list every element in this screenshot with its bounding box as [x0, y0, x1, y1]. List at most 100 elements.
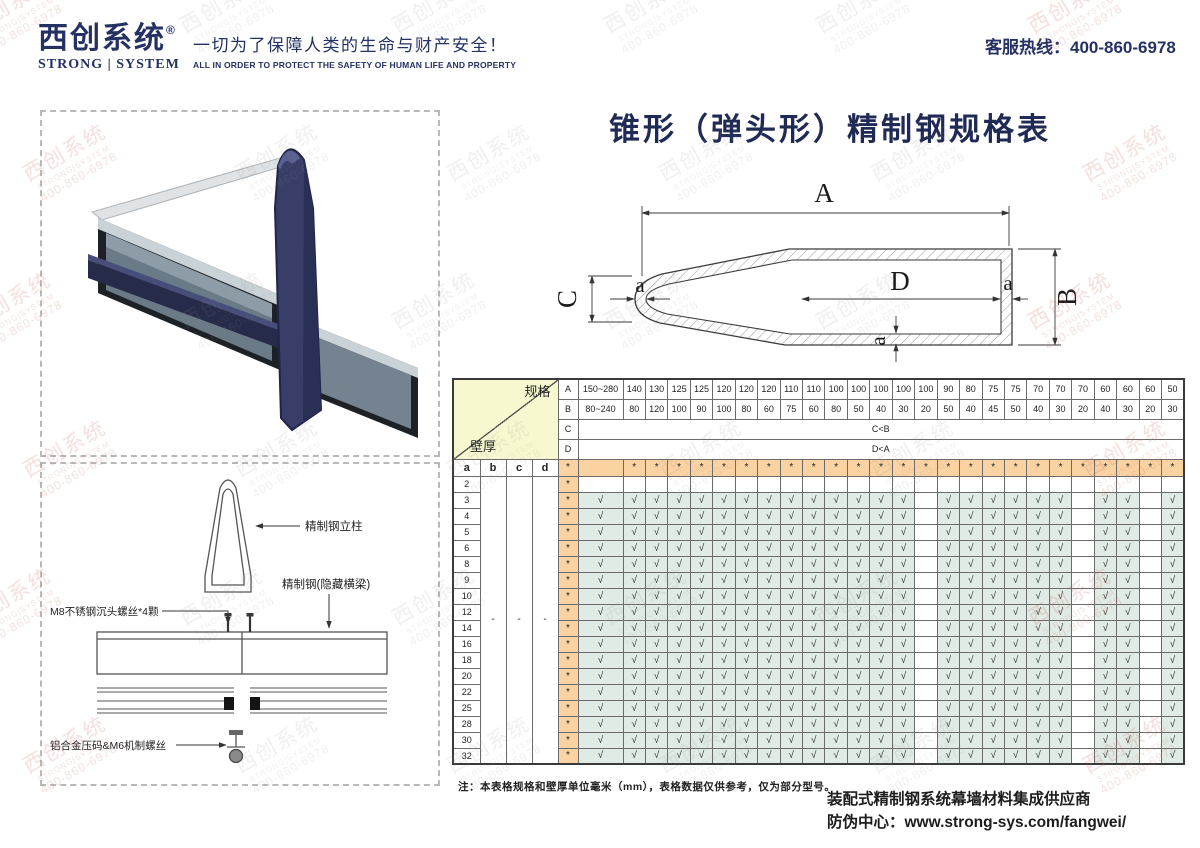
spec-a-value: 140	[622, 378, 646, 400]
check-cell: √	[891, 523, 916, 541]
check-cell: √	[577, 619, 624, 637]
empty-cell	[1071, 699, 1095, 717]
check-cell: √	[577, 587, 624, 605]
check-cell: √	[824, 507, 848, 525]
check-cell: √	[689, 667, 714, 685]
check-cell: √	[959, 555, 983, 573]
thickness-row-label: 28	[452, 715, 481, 733]
empty-cell	[779, 475, 804, 493]
check-cell: √	[577, 539, 624, 557]
empty-cell	[1071, 619, 1095, 637]
check-cell: √	[644, 699, 669, 717]
spec-a-value: 90	[936, 378, 961, 400]
spec-b-value: 75	[779, 398, 804, 420]
check-cell: √	[801, 683, 826, 701]
empty-cell	[1071, 571, 1095, 589]
check-cell: √	[622, 635, 646, 653]
check-cell: √	[869, 699, 893, 717]
empty-cell	[1071, 539, 1095, 557]
check-cell: √	[1093, 699, 1118, 717]
empty-cell	[1138, 571, 1163, 589]
check-cell: √	[644, 571, 669, 589]
check-cell: √	[981, 667, 1005, 685]
thickness-row-label: 10	[452, 587, 481, 605]
star-cell: *	[557, 635, 579, 653]
check-cell: √	[1048, 635, 1073, 653]
check-cell: √	[1026, 603, 1050, 621]
star-cell: *	[557, 571, 579, 589]
check-cell: √	[1003, 667, 1028, 685]
check-cell: √	[779, 491, 804, 509]
check-cell: √	[1093, 491, 1118, 509]
spec-a-value: 50	[1161, 378, 1185, 400]
check-cell: √	[712, 603, 736, 621]
check-cell: √	[644, 747, 669, 765]
check-cell: √	[622, 667, 646, 685]
star-cell: *	[1161, 458, 1185, 477]
check-cell: √	[981, 555, 1005, 573]
spec-a-value: 110	[779, 378, 804, 400]
check-cell: √	[689, 731, 714, 749]
check-cell: √	[667, 715, 691, 733]
empty-cell	[824, 475, 848, 493]
star-cell: *	[557, 747, 579, 765]
empty-cell	[1071, 715, 1095, 733]
star-cell: *	[667, 458, 691, 477]
check-cell: √	[891, 651, 916, 669]
spec-b-value: 45	[981, 398, 1005, 420]
empty-cell	[914, 699, 938, 717]
star-cell: *	[891, 458, 916, 477]
empty-cell	[914, 715, 938, 733]
empty-cell	[914, 603, 938, 621]
bcd-merged: -	[505, 475, 533, 765]
check-cell: √	[622, 587, 646, 605]
star-cell: *	[734, 458, 759, 477]
thickness-row-label: 5	[452, 523, 481, 541]
thickness-row-label: 22	[452, 683, 481, 701]
row-label-D: D	[557, 438, 579, 460]
check-cell: √	[667, 635, 691, 653]
check-cell: √	[757, 619, 781, 637]
star-cell: *	[1003, 458, 1028, 477]
star-cell: *	[557, 715, 579, 733]
check-cell: √	[1048, 619, 1073, 637]
check-cell: √	[1048, 491, 1073, 509]
check-cell: √	[1048, 651, 1073, 669]
check-cell: √	[801, 747, 826, 765]
check-cell: √	[824, 683, 848, 701]
sub-header: a	[452, 458, 481, 477]
check-cell: √	[869, 507, 893, 525]
check-cell: √	[757, 699, 781, 717]
check-cell: √	[824, 731, 848, 749]
check-cell: √	[846, 619, 871, 637]
check-cell: √	[846, 603, 871, 621]
empty-cell	[644, 475, 669, 493]
star-cell: *	[557, 587, 579, 605]
check-cell: √	[667, 507, 691, 525]
check-cell: √	[891, 683, 916, 701]
check-cell: √	[734, 731, 759, 749]
empty-cell	[1138, 699, 1163, 717]
check-cell: √	[667, 651, 691, 669]
check-cell: √	[1003, 731, 1028, 749]
empty-cell	[914, 507, 938, 525]
check-cell: √	[936, 491, 961, 509]
empty-cell	[1161, 475, 1185, 493]
check-cell: √	[959, 731, 983, 749]
empty-cell	[914, 651, 938, 669]
check-cell: √	[577, 683, 624, 701]
empty-cell	[1138, 603, 1163, 621]
check-cell: √	[757, 651, 781, 669]
check-cell: √	[689, 571, 714, 589]
check-cell: √	[846, 651, 871, 669]
check-cell: √	[936, 715, 961, 733]
check-cell: √	[734, 523, 759, 541]
check-cell: √	[801, 619, 826, 637]
check-cell: √	[981, 507, 1005, 525]
check-cell: √	[891, 587, 916, 605]
check-cell: √	[779, 507, 804, 525]
spec-a-value: 125	[667, 378, 691, 400]
check-cell: √	[667, 571, 691, 589]
empty-cell	[914, 635, 938, 653]
